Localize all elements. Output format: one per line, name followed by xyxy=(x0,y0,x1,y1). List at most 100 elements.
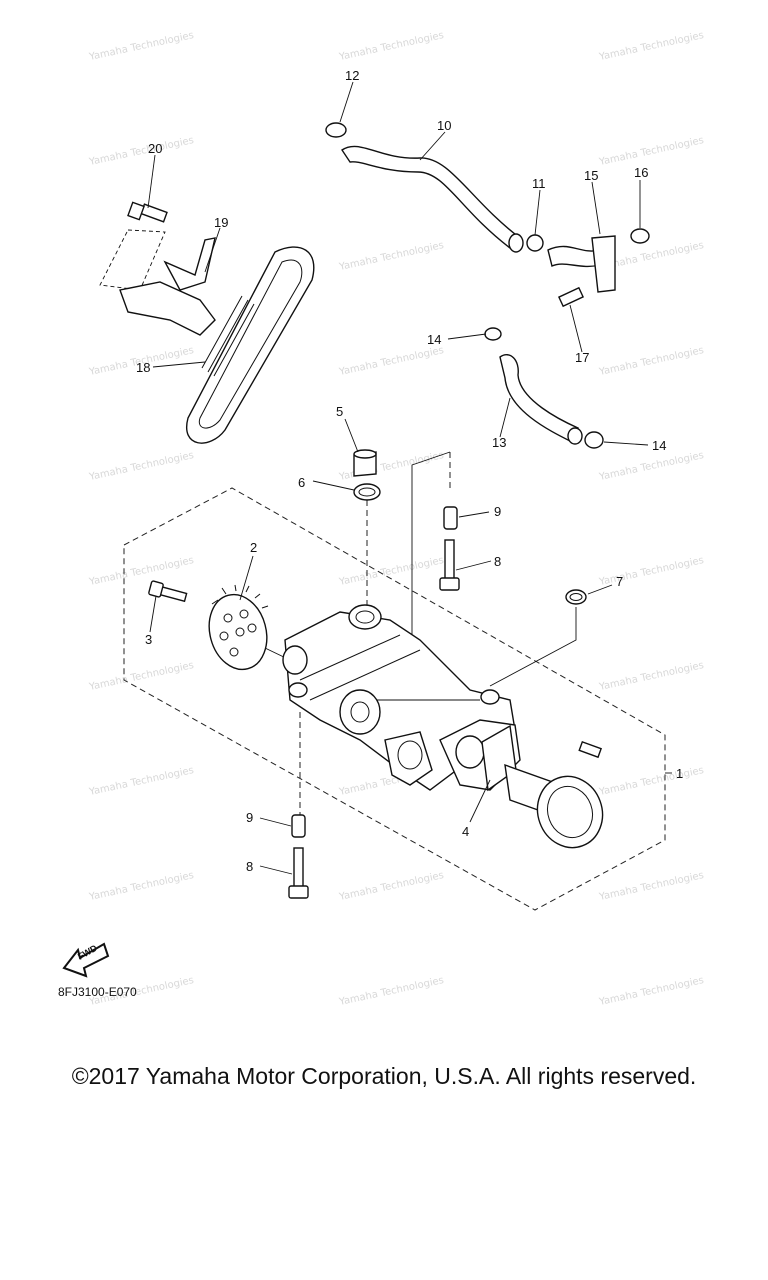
copyright-notice: ©2017 Yamaha Motor Corporation, U.S.A. A… xyxy=(71,1063,697,1089)
callout-8: 8 xyxy=(494,554,501,569)
callout-13: 13 xyxy=(492,435,506,450)
bolt-20-head xyxy=(127,201,145,221)
dowel-pin-9 xyxy=(291,814,306,838)
pump-shaft xyxy=(282,645,308,675)
leader-line xyxy=(259,817,292,827)
watermark: Yamaha Technologies xyxy=(597,975,705,1008)
oil-pipe-15 xyxy=(547,245,601,268)
gear-body xyxy=(208,593,268,671)
callout-8: 8 xyxy=(246,859,253,874)
clamp-14 xyxy=(584,431,604,449)
dowel-pin-9 xyxy=(443,506,458,530)
bolt-17 xyxy=(557,286,585,308)
leader-line xyxy=(344,418,359,453)
watermark: Yamaha Technologies xyxy=(597,345,705,378)
strainer-bowl-rim xyxy=(546,785,594,839)
o-ring-6 xyxy=(353,483,381,501)
mount-hole xyxy=(288,682,308,698)
strainer-bowl xyxy=(536,775,604,849)
o-ring-7-inner xyxy=(569,593,583,601)
oil-pump-exploded-diagram: Yamaha Technologies Yamaha Technologies … xyxy=(58,30,705,1008)
leader-line xyxy=(152,361,206,368)
fwd-arrow: FWD xyxy=(62,942,110,978)
bolt-3-shaft xyxy=(158,585,188,603)
oil-pump-gear-2 xyxy=(208,584,269,671)
watermark: Yamaha Technologies xyxy=(87,870,195,903)
watermark: Yamaha Technologies xyxy=(87,450,195,483)
strainer-bolt xyxy=(578,740,603,759)
callout-9: 9 xyxy=(494,504,501,519)
callout-4: 4 xyxy=(462,824,469,839)
callout-20: 20 xyxy=(148,141,162,156)
assembly-boundary xyxy=(123,487,666,911)
watermark: Yamaha Technologies xyxy=(87,30,195,63)
hose-end xyxy=(567,427,583,445)
leader-line xyxy=(312,480,355,491)
o-ring-7 xyxy=(565,589,587,605)
watermark: Yamaha Technologies xyxy=(597,870,705,903)
bolt-8-head xyxy=(439,577,460,591)
callout-18: 18 xyxy=(136,360,150,375)
clamp-14 xyxy=(484,327,502,341)
watermark-layer: Yamaha Technologies Yamaha Technologies … xyxy=(87,30,705,1008)
watermark: Yamaha Technologies xyxy=(337,555,445,588)
relief-valve xyxy=(339,689,381,735)
gear-hole xyxy=(229,647,239,657)
o-ring-6-inner xyxy=(358,487,376,497)
oil-pump-chain-18-inner xyxy=(198,259,303,429)
watermark: Yamaha Technologies xyxy=(87,135,195,168)
leader-line xyxy=(447,333,487,340)
callout-12: 12 xyxy=(345,68,359,83)
fwd-arrow-shape xyxy=(62,942,110,978)
leader-line xyxy=(587,584,613,595)
leader-line xyxy=(204,227,221,273)
mount-hole xyxy=(480,689,500,705)
bolt-8-head xyxy=(288,885,309,899)
housing-boss xyxy=(348,604,382,630)
callout-5: 5 xyxy=(336,404,343,419)
watermark: Yamaha Technologies xyxy=(337,30,445,63)
callout-15: 15 xyxy=(584,168,598,183)
callout-14: 14 xyxy=(652,438,666,453)
leader-line xyxy=(411,451,451,652)
part-code: 8FJ3100-E070 xyxy=(58,985,137,999)
bolt-20 xyxy=(140,203,168,223)
watermark: Yamaha Technologies xyxy=(87,555,195,588)
callout-9: 9 xyxy=(246,810,253,825)
watermark: Yamaha Technologies xyxy=(337,345,445,378)
callout-6: 6 xyxy=(298,475,305,490)
leader-line xyxy=(534,189,541,236)
oil-pump-chain-18 xyxy=(185,246,315,444)
callout-16: 16 xyxy=(634,165,648,180)
callout-1: 1 xyxy=(676,766,683,781)
bolt-8-shaft xyxy=(444,539,455,581)
guide-arm-19 xyxy=(163,237,216,291)
leader-line xyxy=(569,304,583,353)
gear-hole xyxy=(235,627,245,637)
clamp-12 xyxy=(325,122,347,138)
watermark: Yamaha Technologies xyxy=(87,765,195,798)
callout-3: 3 xyxy=(145,632,152,647)
watermark: Yamaha Technologies xyxy=(337,870,445,903)
leader-line xyxy=(259,865,293,875)
strainer-port xyxy=(455,735,485,769)
watermark: Yamaha Technologies xyxy=(597,450,705,483)
leader-line xyxy=(489,607,577,687)
leader-line xyxy=(603,441,649,446)
leader-line xyxy=(339,81,354,123)
oil-hose-10 xyxy=(341,145,522,249)
leader-line xyxy=(591,181,601,235)
bolt-8-shaft xyxy=(293,847,304,889)
callout-7: 7 xyxy=(616,574,623,589)
chain-guide-assembly xyxy=(99,201,315,444)
callout-19: 19 xyxy=(214,215,228,230)
gear-hole xyxy=(223,613,233,623)
oil-pump-assembly-1 xyxy=(282,604,604,849)
hose-end xyxy=(508,233,524,253)
leader-line xyxy=(149,595,157,633)
leader-line xyxy=(458,511,490,518)
callout-14: 14 xyxy=(427,332,441,347)
leader-lines xyxy=(147,81,649,875)
dashed-bracket xyxy=(99,229,166,291)
watermark: Yamaha Technologies xyxy=(597,30,705,63)
